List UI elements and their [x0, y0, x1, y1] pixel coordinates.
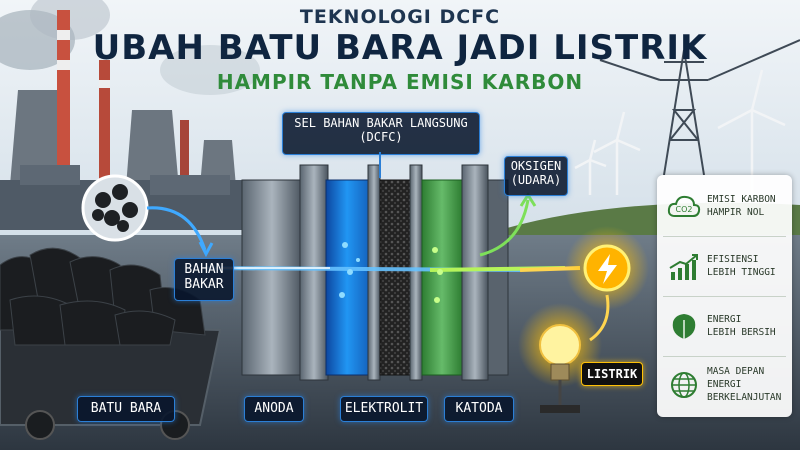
- title-main: UBAH BATU BARA JADI LISTRIK: [92, 28, 708, 68]
- benefit-item-future: MASA DEPAN ENERGI BERKELANJUTAN: [665, 357, 785, 413]
- fuel-label-line1: BAHAN: [184, 262, 224, 277]
- co2-cloud-icon: CO2: [667, 195, 701, 217]
- cathode-label: KATODA: [444, 396, 514, 422]
- panel-divider: [663, 236, 786, 237]
- benefit-clean-line1: ENERGI: [707, 314, 742, 325]
- benefit-text-efficiency: EFISIENSI LEBIH TINGGI: [707, 253, 787, 279]
- benefit-future-line1: MASA DEPAN: [707, 366, 765, 377]
- dcfc-cell-label-line1: SEL BAHAN BAKAR LANGSUNG: [294, 116, 468, 130]
- benefit-emission-line2: HAMPIR NOL: [707, 207, 765, 218]
- growth-chart-icon: [669, 254, 698, 280]
- dcfc-cell-label: SEL BAHAN BAKAR LANGSUNG (DCFC): [282, 112, 480, 155]
- electrolyte-label: ELEKTROLIT: [340, 396, 428, 422]
- benefits-panel: CO2 EMISI KARBON HAMPIR NOL EFISIENSI LE…: [657, 175, 792, 417]
- panel-divider: [663, 296, 786, 297]
- co2-icon-text: CO2: [676, 205, 693, 214]
- anode-label: ANODA: [244, 396, 304, 422]
- benefit-item-clean: ENERGI LEBIH BERSIH: [665, 299, 785, 355]
- benefit-text-clean: ENERGI LEBIH BERSIH: [707, 313, 787, 339]
- benefit-clean-line2: LEBIH BERSIH: [707, 327, 776, 338]
- oxygen-label: OKSIGEN (UDARA): [504, 156, 568, 196]
- globe-icon: [671, 372, 697, 398]
- leaf-icon: [672, 314, 696, 339]
- dcfc-cell-label-line2: (DCFC): [359, 130, 403, 144]
- title-subline: HAMPIR TANPA EMISI KARBON: [216, 70, 584, 94]
- benefit-efficiency-line1: EFISIENSI: [707, 254, 759, 265]
- fuel-label: BAHAN BAKAR: [174, 258, 234, 301]
- fuel-label-line2: BAKAR: [184, 277, 224, 292]
- benefit-item-emission: CO2 EMISI KARBON HAMPIR NOL: [665, 179, 785, 235]
- oxygen-label-line1: OKSIGEN: [510, 159, 562, 173]
- panel-divider: [663, 356, 786, 357]
- benefit-future-line2: ENERGI: [707, 379, 742, 390]
- benefit-future-line3: BERKELANJUTAN: [707, 392, 782, 403]
- electricity-label: LISTRIK: [581, 362, 643, 386]
- benefit-efficiency-line2: LEBIH TINGGI: [707, 267, 776, 278]
- benefit-text-emission: EMISI KARBON HAMPIR NOL: [707, 193, 787, 219]
- benefit-emission-line1: EMISI KARBON: [707, 194, 776, 205]
- oxygen-label-line2: (UDARA): [510, 173, 562, 187]
- coal-label: BATU BARA: [77, 396, 175, 422]
- benefit-item-efficiency: EFISIENSI LEBIH TINGGI: [665, 239, 785, 295]
- benefit-text-future: MASA DEPAN ENERGI BERKELANJUTAN: [707, 365, 787, 404]
- title-line-1: TEKNOLOGI DCFC: [299, 6, 501, 28]
